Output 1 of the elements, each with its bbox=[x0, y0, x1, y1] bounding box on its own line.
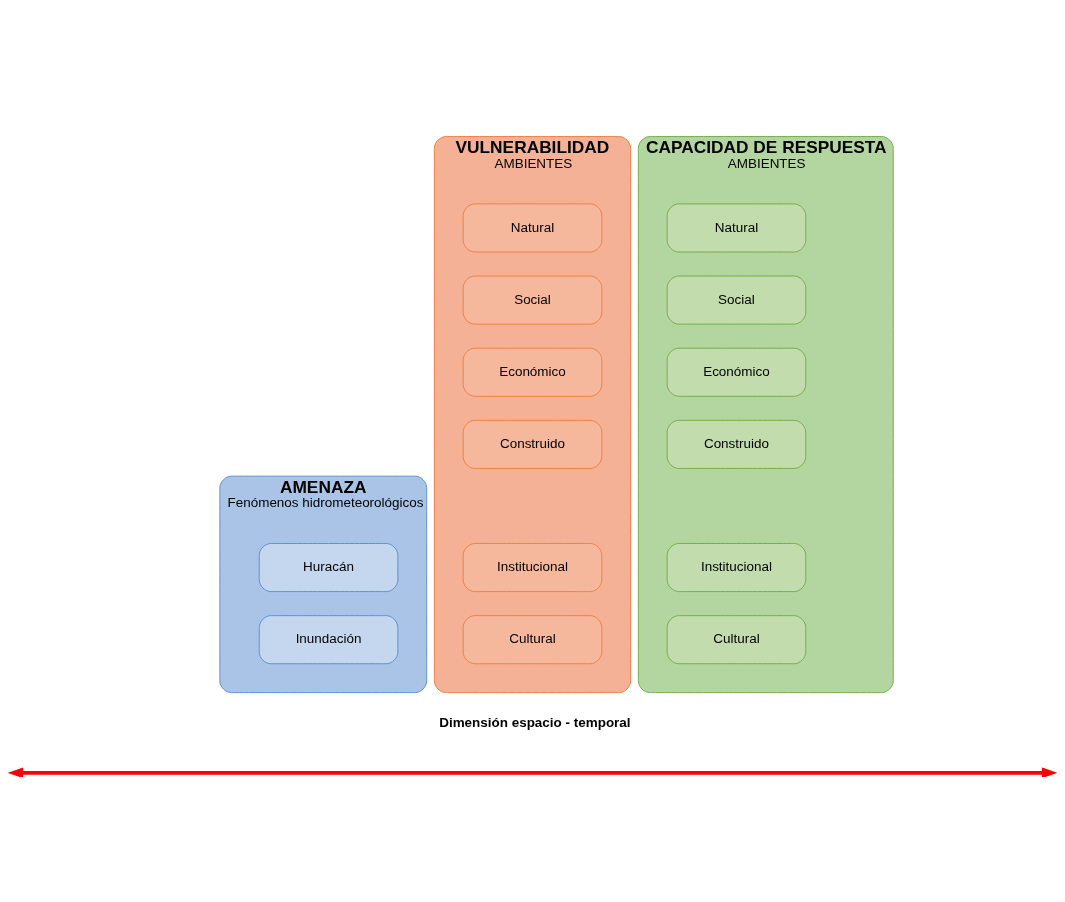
label: Dimensión espacio - temporal bbox=[439, 714, 631, 730]
